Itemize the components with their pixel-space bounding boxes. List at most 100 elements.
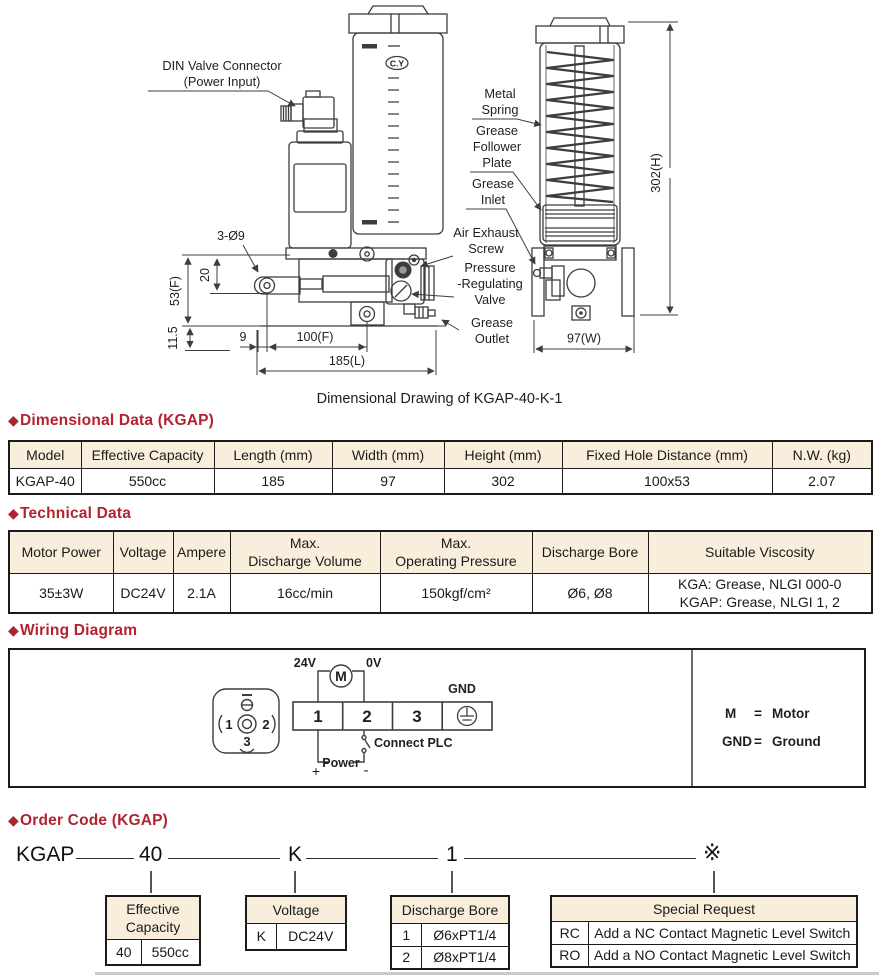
td-voltage-value: DC24V [275,922,347,951]
follower-label-2: Follower [473,139,522,154]
td-discharge-bore: Ø6, Ø8 [531,572,649,614]
prv-label-1: Pressure [464,260,515,275]
din-leader [148,90,296,107]
order-bore-table: Discharge Bore 1 Ø6xPT1/4 2 Ø8xPT1/4 [390,895,510,970]
dim-11-5: 11.5 [166,326,180,349]
pressure-regulating-valve [390,280,412,302]
plus-sign: + [312,763,320,779]
code-connector-line [451,871,453,893]
pin-1-label: 1 [225,717,232,732]
technical-data-table: Motor Power Voltage Ampere Max. Discharg… [8,530,873,614]
diamond-icon: ◆ [8,812,19,828]
td-height: 302 [443,467,563,495]
code-connector-line [150,871,152,893]
din-label-line1: DIN Valve Connector [162,58,282,73]
code-dash [168,858,280,859]
mounting-arm [253,276,301,295]
legend-gnd-val: Ground [772,734,821,749]
td-bore-value: Ø6xPT1/4 [420,922,510,947]
dimensional-drawing: C.Y [148,5,678,375]
inlet-label-1: Grease [472,176,514,191]
exhaust-label-2: Screw [468,241,504,256]
order-special-table: Special Request RC Add a NC Contact Magn… [550,895,859,968]
th-max-operating-pressure: Max. Operating Pressure [379,530,533,574]
pin-2-label: 2 [262,717,269,732]
td-model: KGAP-40 [8,467,82,495]
voltage-0v-label: 0V [366,656,382,670]
order-code-base: KGAP [16,843,75,866]
power-label: Power [322,756,360,770]
td-bore-code: 1 [390,922,422,947]
td-special-code: RO [550,943,589,968]
dim-53F: 53(F) [168,276,182,306]
td-bore-code: 2 [390,945,422,970]
section-title-order-code-text: Order Code (KGAP) [19,812,169,829]
right-view-pump-drawing: 302(H) 97(W) [531,17,678,353]
wiring-diagram-box: 1 2 3 M 24V 0V 1 2 3 [8,648,866,788]
section-title-wiring: ◆Wiring Diagram [8,622,137,640]
level-ticks [388,77,399,211]
order-code-bore: 1 [446,843,458,866]
th-motor-power: Motor Power [8,530,114,574]
td-special-value: Add a NC Contact Magnetic Level Switch [587,920,858,945]
keyway-arc [239,748,255,754]
th-effective-capacity: Effective Capacity [80,440,215,469]
code-dash [76,858,134,859]
prv-label-2: -Regulating [457,276,522,291]
left-view-pump-drawing: C.Y [148,5,448,375]
max-level-mark [362,44,377,49]
prv-label-3: Valve [474,292,505,307]
dim-20: 20 [198,268,212,282]
motor-circuit: M 24V 0V [294,656,382,702]
dimensional-data-table: Model Effective Capacity Length (mm) Wid… [8,440,873,495]
follower-label-1: Grease [476,123,518,138]
td-width: 97 [331,467,445,495]
td-voltage-code: K [245,922,277,951]
th-fixed-hole-distance: Fixed Hole Distance (mm) [561,440,773,469]
th-discharge-bore: Discharge Bore [390,895,510,924]
th-suitable-viscosity: Suitable Viscosity [647,530,873,574]
outlet-label-1: Grease [471,315,513,330]
section-title-order-code: ◆Order Code (KGAP) [8,812,168,830]
legend-m-eq: = [754,706,762,721]
td-effective-capacity: 550cc [80,467,215,495]
wiring-legend: M = Motor GND = Ground [722,706,821,749]
td-motor-power: 35±3W [8,572,114,614]
section-title-technical: ◆Technical Data [8,505,131,523]
pin-3-label: 3 [243,734,250,749]
inlet-label-2: Inlet [481,192,506,207]
right-bracket [271,714,276,734]
motor-body [288,118,352,249]
din-connector-face: 1 2 3 [212,688,280,754]
td-voltage: DC24V [112,572,174,614]
spring-reservoir [539,42,621,246]
td-bore-value: Ø8xPT1/4 [420,945,510,970]
min-level-mark [362,220,377,225]
metal-spring [545,50,615,204]
td-ampere: 2.1A [172,572,231,614]
table-header-row: Motor Power Voltage Ampere Max. Discharg… [8,530,873,574]
legend-gnd-eq: = [754,734,762,749]
legend-m-val: Motor [772,706,810,721]
gnd-label: GND [448,682,476,696]
section-title-technical-text: Technical Data [19,505,132,522]
td-nw: 2.07 [771,467,873,495]
callout-leaders [411,118,542,331]
table-row: KGAP-40 550cc 185 97 302 100x53 2.07 [8,467,873,495]
callout-labels: Metal Spring Grease Follower Plate Greas… [453,86,522,346]
left-view-dimensions: 3-Ø9 20 53(F) 11.5 9 [166,229,446,375]
dim-97W: 97(W) [567,332,601,346]
metal-spring-label-2: Spring [482,102,519,117]
power-wiring: + Power - Connect PLC [312,730,452,779]
mounting-hole-center [358,305,376,323]
th-discharge-bore: Discharge Bore [531,530,649,574]
dim-302H: 302(H) [648,153,663,193]
motor-letter: M [335,668,347,684]
drawing-caption: Dimensional Drawing of KGAP-40-K-1 [316,391,563,407]
legend-gnd-key: GND [722,734,752,749]
ground-symbol-icon [456,705,478,727]
th-length: Length (mm) [213,440,333,469]
dim-185L: 185(L) [329,354,365,368]
legend-m-key: M [725,706,736,721]
section-title-wiring-text: Wiring Diagram [19,622,138,639]
